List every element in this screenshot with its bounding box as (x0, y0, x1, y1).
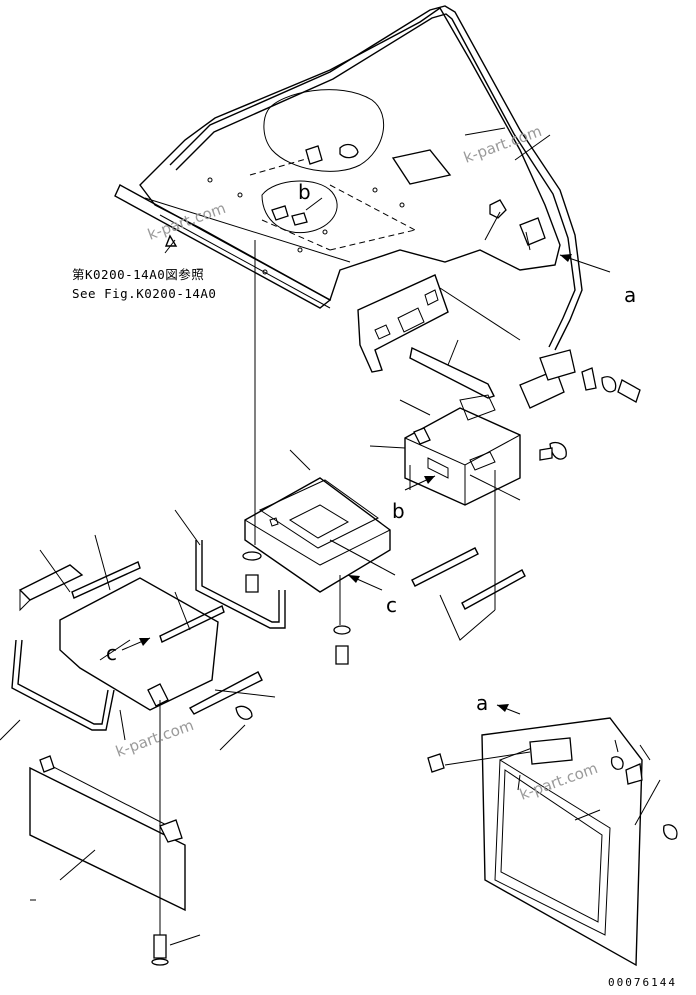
callout-a-bottom: a (476, 691, 521, 715)
callout-c-right: c (347, 574, 397, 617)
callout-c-right-label: c (386, 593, 397, 617)
reference-note: 第K0200-14A0図参照 See Fig.K0200-14A0 (72, 234, 216, 301)
callout-a-bottom-label: a (476, 691, 488, 715)
callout-a-top: a (559, 254, 636, 307)
tray-bracket (242, 449, 396, 665)
reference-note-en: See Fig.K0200-14A0 (72, 286, 216, 301)
drawing-code: 00076144 (608, 976, 677, 989)
bracket-plate (357, 274, 641, 409)
u-rod (174, 509, 286, 629)
callout-b-lower: b (392, 475, 436, 523)
watermark-4: k-part.com (517, 759, 600, 804)
reference-note-jp: 第K0200-14A0図参照 (72, 267, 204, 282)
callout-a-top-label: a (624, 283, 636, 307)
callout-b-upper: b (298, 180, 323, 211)
callout-b-upper-label: b (298, 180, 311, 204)
controller-box (369, 394, 567, 610)
watermark-3: k-part.com (113, 716, 196, 761)
left-cover (0, 534, 276, 945)
bottom-right-frame (427, 717, 678, 967)
callout-c-left-label: c (106, 641, 117, 665)
rubber-strips (411, 547, 526, 641)
callout-b-lower-label: b (392, 499, 405, 523)
top-panel-assembly (114, 5, 583, 545)
bottom-left-panel (29, 755, 201, 966)
callout-c-left: c (106, 637, 151, 665)
